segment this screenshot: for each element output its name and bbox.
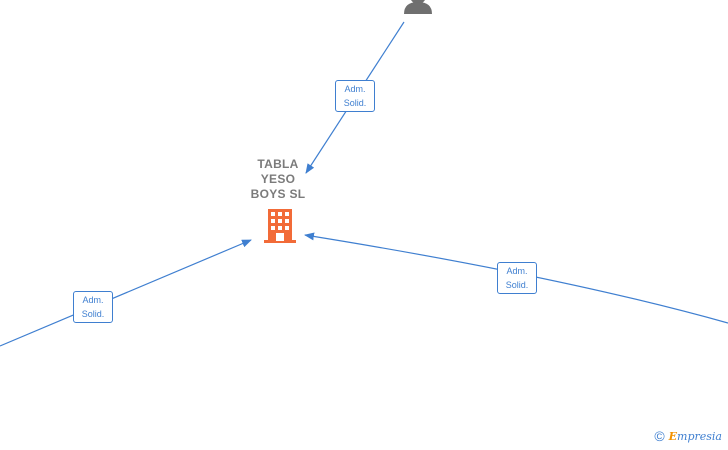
edge-label-line1: Adm. xyxy=(506,266,528,276)
watermark: © Empresia xyxy=(654,428,722,444)
brand-name: mpresia xyxy=(677,429,722,443)
edge-label-line1: Adm. xyxy=(344,84,366,94)
brand-initial: E xyxy=(668,429,678,443)
edge-label-line2: Solid. xyxy=(343,98,367,108)
edge-label-line1: Adm. xyxy=(82,295,104,305)
edge-label-line2: Solid. xyxy=(505,280,529,290)
edge-line-left xyxy=(0,239,252,347)
edge-label-left[interactable]: Adm. Solid. xyxy=(73,291,113,323)
edge-line-right xyxy=(304,232,728,324)
brand-logo: Empresia xyxy=(669,430,722,443)
company-name[interactable]: TABLA YESO BOYS SL xyxy=(250,157,306,201)
copyright-icon: © xyxy=(654,428,665,444)
edge-label-line2: Solid. xyxy=(81,309,105,319)
edge-label-top[interactable]: Adm. Solid. xyxy=(335,80,375,112)
person-icon[interactable] xyxy=(404,0,432,14)
building-icon[interactable] xyxy=(264,209,296,243)
edge-label-right[interactable]: Adm. Solid. xyxy=(497,262,537,294)
